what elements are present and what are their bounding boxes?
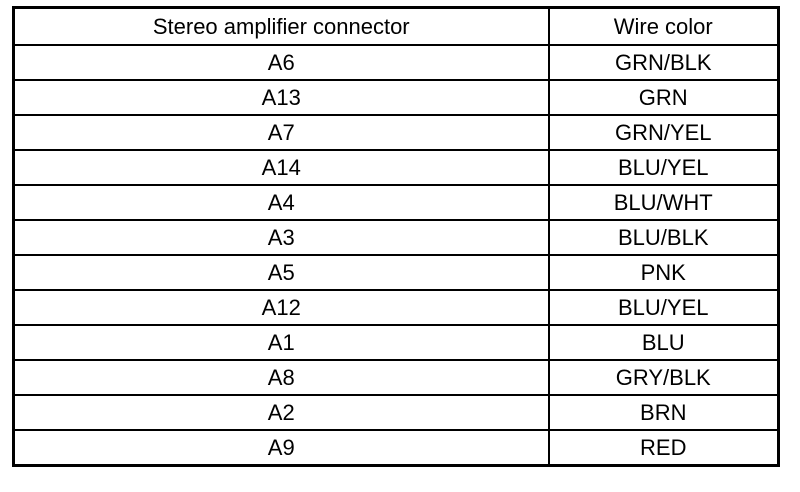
table-row: A4 BLU/WHT [12,184,780,221]
table-row: A14 BLU/YEL [12,149,780,186]
wire-color-cell: GRY/BLK [547,359,780,396]
connector-cell: A13 [12,79,550,116]
connector-cell: A8 [12,359,550,396]
table-row: A1 BLU [12,324,780,361]
connector-wire-table: Stereo amplifier connector Wire color A6… [12,6,780,467]
wire-color-cell: GRN [547,79,780,116]
table-row: A12 BLU/YEL [12,289,780,326]
wire-color-cell: RED [547,429,780,467]
connector-cell: A6 [12,44,550,81]
wire-color-cell: BLU [547,324,780,361]
connector-cell: A12 [12,289,550,326]
table-row: A13 GRN [12,79,780,116]
connector-cell: A1 [12,324,550,361]
table-row: A9 RED [12,429,780,467]
connector-cell: A3 [12,219,550,256]
connector-cell: A4 [12,184,550,221]
wire-color-cell: BRN [547,394,780,431]
connector-cell: A7 [12,114,550,151]
wire-color-cell: BLU/WHT [547,184,780,221]
connector-cell: A9 [12,429,550,467]
table-row: A2 BRN [12,394,780,431]
wire-color-cell: PNK [547,254,780,291]
table-row: A8 GRY/BLK [12,359,780,396]
wire-color-cell: BLU/BLK [547,219,780,256]
table-row: A5 PNK [12,254,780,291]
wire-color-cell: GRN/BLK [547,44,780,81]
column-header-wire-color: Wire color [547,6,780,46]
table-row: A6 GRN/BLK [12,44,780,81]
connector-cell: A2 [12,394,550,431]
wire-color-cell: BLU/YEL [547,289,780,326]
connector-cell: A14 [12,149,550,186]
wire-color-cell: BLU/YEL [547,149,780,186]
table-header-row: Stereo amplifier connector Wire color [12,6,780,46]
column-header-connector: Stereo amplifier connector [12,6,550,46]
connector-cell: A5 [12,254,550,291]
table-row: A7 GRN/YEL [12,114,780,151]
table-row: A3 BLU/BLK [12,219,780,256]
wire-color-cell: GRN/YEL [547,114,780,151]
